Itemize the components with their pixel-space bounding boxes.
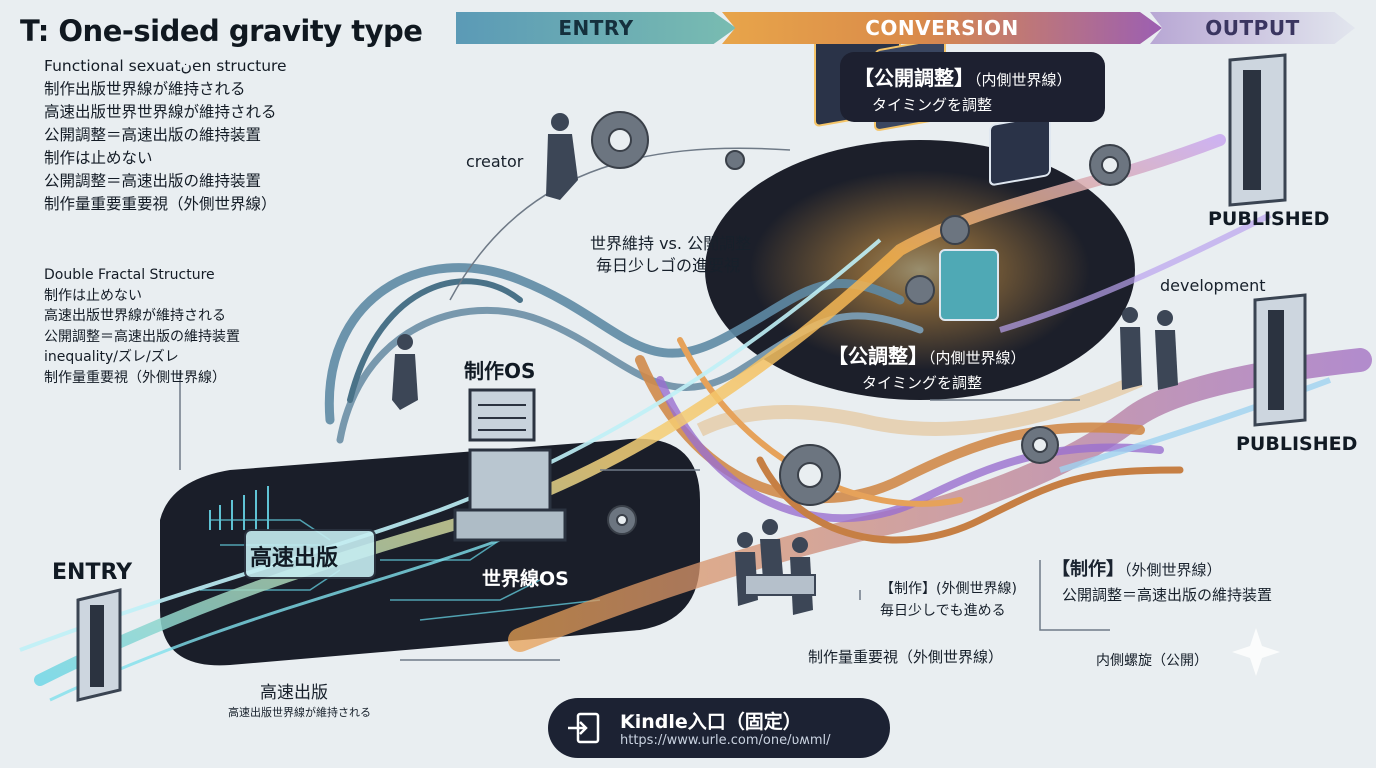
notes-double-line: 高速出版世界線が維持される [44, 308, 226, 324]
kousoku-bottom-label: 高速出版 [260, 683, 328, 703]
creator-label: creator [466, 152, 524, 171]
kindle-label: Kindle入口（固定） [620, 711, 802, 733]
kousoku-bottom-sub: 高速出版世界線が維持される [228, 706, 371, 719]
development-label: development [1160, 276, 1266, 295]
notes-double-heading: Double Fractal Structure [44, 267, 215, 283]
kokai-mid-title: 【公調整】 [828, 344, 928, 368]
seisaku-mid-sub: 毎日少しでも進める [880, 603, 1006, 619]
kindle-url[interactable]: https://www.urle.com/one/ʋʍml/ [620, 733, 831, 748]
seisaku-right-suffix: （外側世界線） [1124, 561, 1222, 579]
entry-label: ENTRY [52, 560, 133, 585]
published-bottom-label: PUBLISHED [1236, 433, 1358, 455]
notes-functional: Functional sexuatنen structure 制作出版世界線が維… [44, 55, 287, 216]
stage-entry-band: ENTRY [456, 12, 736, 44]
notes-functional-line: 公開調整＝高速出版の維持装置 [44, 172, 262, 190]
kokai-top-sub: タイミングを調整 [872, 96, 993, 114]
kokai-top-title: 【公開調整】 [854, 66, 974, 90]
notes-double-line: 制作は止めない [44, 287, 142, 304]
notes-functional-line: 制作は止めない [44, 149, 153, 167]
world-vs-sub: 毎日少しゴの進要視 [596, 256, 741, 275]
seisaku-right-sub: 公開調整＝高速出版の維持装置 [1062, 586, 1273, 604]
seisaku-right-title: 【制作】 [1052, 559, 1124, 580]
notes-double-line: 制作量重要視（外側世界線） [44, 369, 226, 386]
seisaku-right: 【制作】（外側世界線） [1052, 555, 1222, 581]
kousoku-chip-label: 高速出版 [250, 546, 339, 571]
sekai-os-label: 世界線OS [482, 568, 569, 590]
stage-output-label: OUTPUT [1205, 16, 1300, 40]
notes-double-fractal: Double Fractal Structure 制作は止めない 高速出版世界線… [44, 265, 240, 388]
notes-double-line: 公開調整＝高速出版の維持装置 [44, 328, 240, 345]
server-stack [453, 388, 567, 542]
kokai-mid-suffix: （内側世界線） [928, 349, 1026, 367]
notes-double-line: inequality/ズレ/ズレ [44, 349, 179, 365]
notes-functional-heading: Functional sexuatنen structure [44, 57, 287, 75]
kindle-entry-button[interactable]: Kindle入口（固定） https://www.urle.com/one/ʋʍ… [548, 698, 890, 758]
seisaku-mid-label: 【制作】(外側世界線) [880, 581, 1017, 597]
world-vs-label: 世界維持 vs. 公開調整 [590, 234, 752, 253]
stage-conversion-label: CONVERSION [865, 16, 1019, 40]
kokai-top-suffix: （内側世界線） [974, 71, 1072, 89]
stage-conversion-band: CONVERSION [722, 12, 1162, 44]
notes-functional-line: 高速出版世界世界線が維持される [44, 103, 277, 121]
seisaku-ryo-label: 制作量重要視（外側世界線） [808, 648, 1004, 666]
notes-functional-line: 制作量重要重要視（外側世界線） [44, 195, 277, 213]
page-title: T: One-sided gravity type [20, 14, 423, 48]
naisoku-label: 内側螺旋（公開） [1096, 653, 1208, 669]
kokai-mid-sub: タイミングを調整 [862, 374, 983, 392]
entry-platform [160, 438, 700, 666]
published-top-label: PUBLISHED [1208, 208, 1330, 230]
login-icon [568, 712, 600, 744]
seisaku-os-label: 制作OS [464, 359, 536, 383]
kokai-panel-top: 【公開調整】（内側世界線） タイミングを調整 [840, 52, 1105, 122]
notes-functional-line: 制作出版世界線が維持される [44, 80, 246, 98]
stage-output-band: OUTPUT [1150, 12, 1355, 44]
notes-functional-line: 公開調整＝高速出版の維持装置 [44, 126, 262, 144]
kokai-mid: 【公調整】（内側世界線） [828, 340, 1026, 369]
stage-entry-label: ENTRY [558, 16, 634, 40]
